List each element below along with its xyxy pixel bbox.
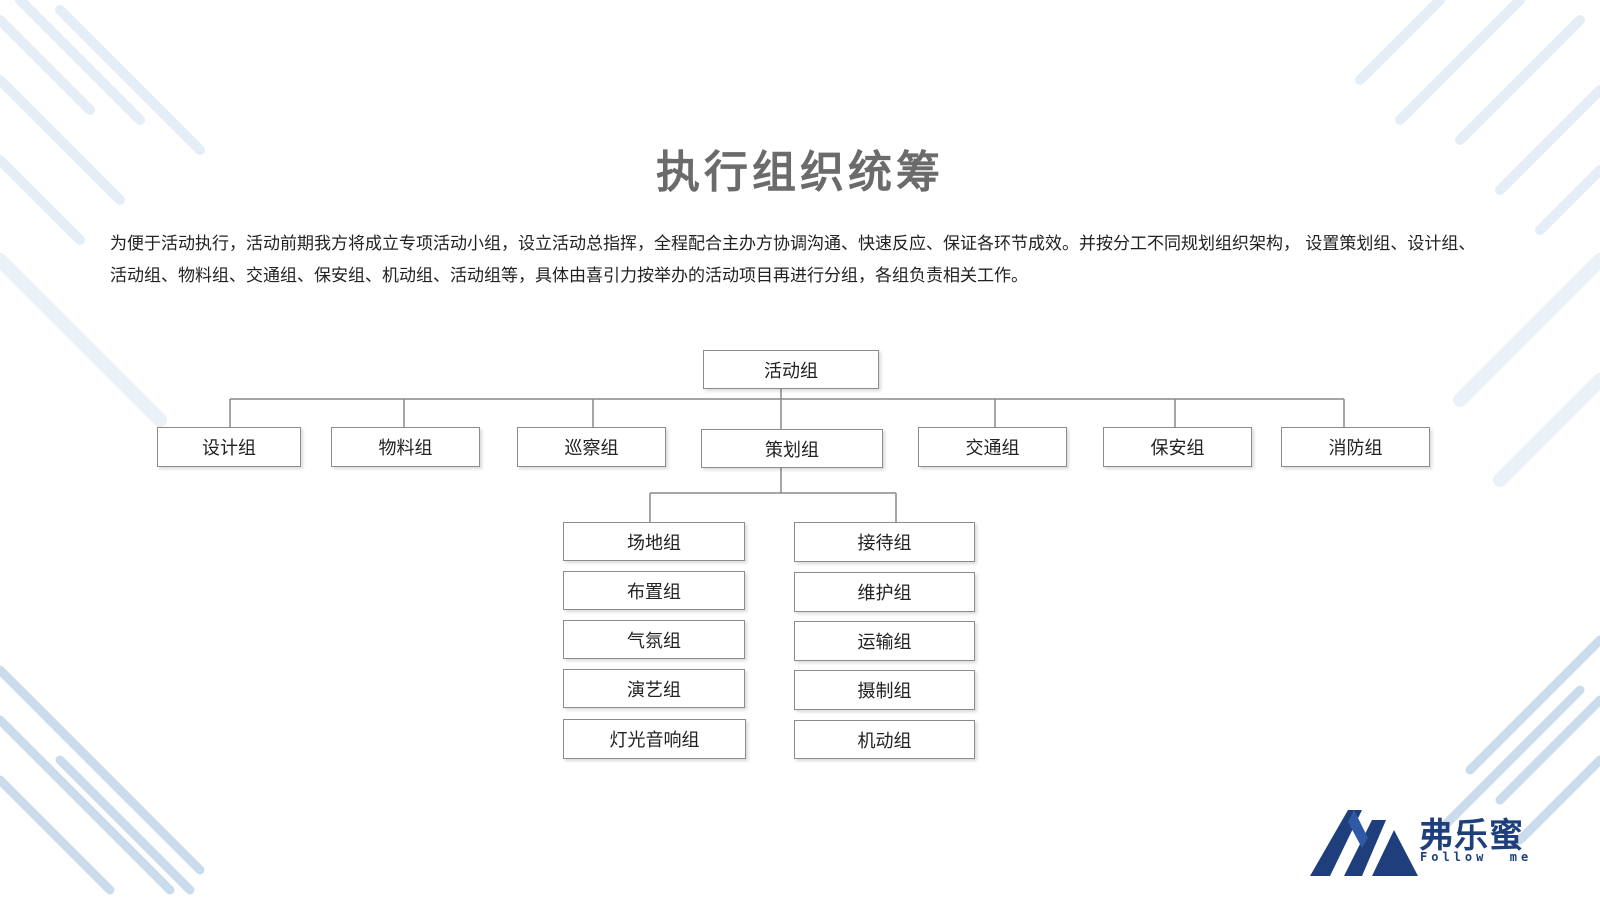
org-node-mobile: 机动组	[794, 720, 975, 759]
logo-name: 弗乐蜜	[1419, 816, 1524, 856]
org-node-venue: 场地组	[563, 522, 745, 561]
logo-tagline: Follow me	[1420, 850, 1533, 864]
org-node-decoration: 布置组	[563, 571, 745, 610]
description-paragraph: 为便于活动执行，活动前期我方将成立专项活动小组，设立活动总指挥，全程配合主办方协…	[110, 234, 1476, 286]
org-node-planning: 策划组	[701, 429, 883, 468]
org-node-patrol: 巡察组	[517, 427, 666, 467]
org-node-lighting-sound: 灯光音响组	[563, 719, 746, 759]
org-node-root: 活动组	[703, 350, 879, 389]
org-node-materials: 物料组	[331, 427, 480, 467]
org-node-performance: 演艺组	[563, 669, 745, 708]
logo-mark-icon	[1310, 810, 1418, 876]
brand-logo: 弗乐蜜 Follow me	[1310, 808, 1540, 878]
org-node-security: 保安组	[1103, 427, 1252, 467]
org-node-atmosphere: 气氛组	[563, 620, 745, 659]
org-node-reception: 接待组	[794, 522, 975, 562]
org-node-filming: 摄制组	[794, 670, 975, 710]
org-node-maintenance: 维护组	[794, 572, 975, 612]
org-node-design: 设计组	[157, 427, 301, 467]
page-title: 执行组织统筹	[656, 147, 944, 198]
org-node-fire: 消防组	[1281, 427, 1430, 467]
org-node-transport: 运输组	[794, 621, 975, 661]
org-node-traffic: 交通组	[918, 427, 1067, 467]
